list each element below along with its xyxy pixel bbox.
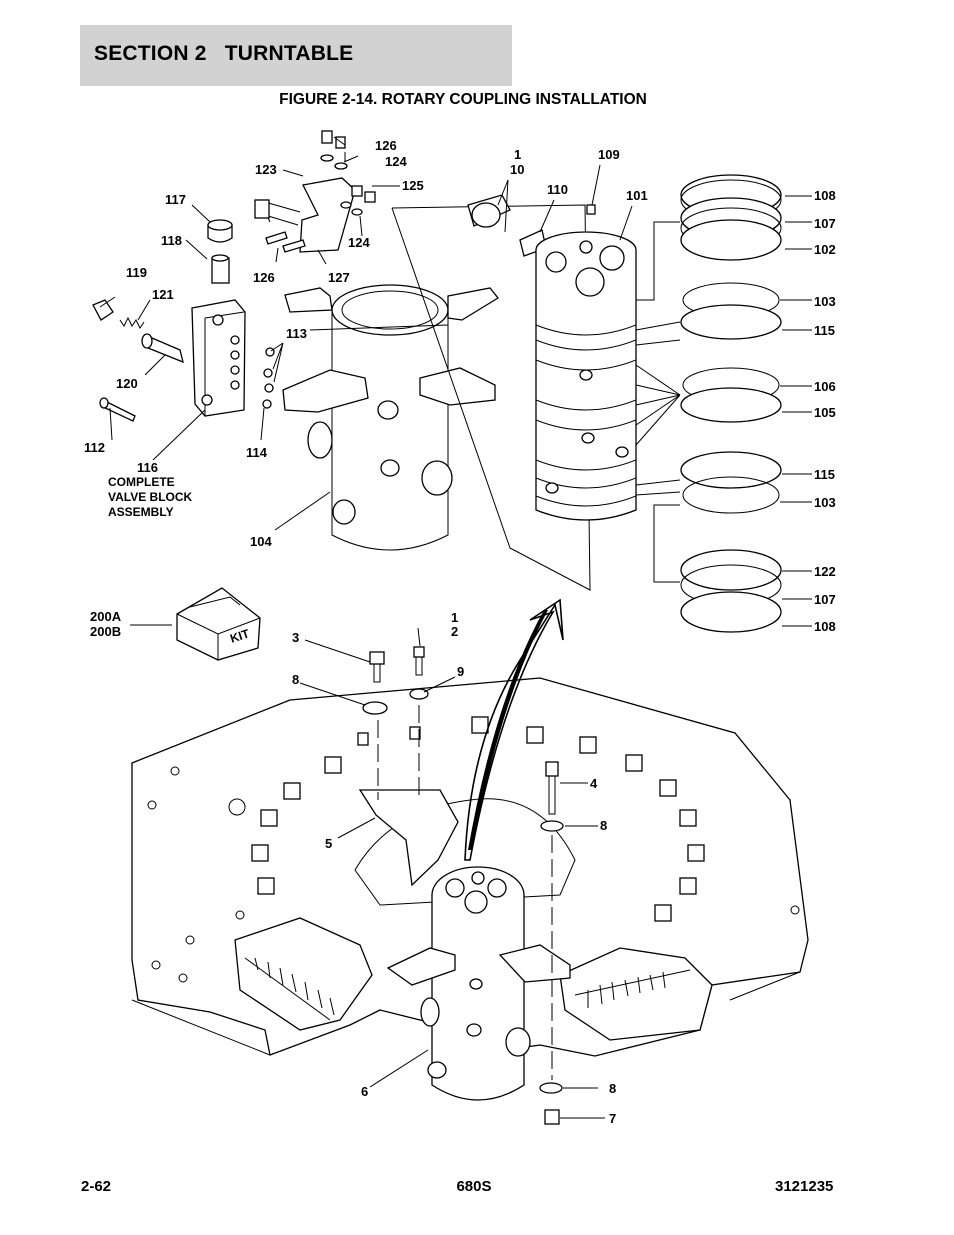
callout-200a: 200A — [90, 609, 122, 624]
callout-6: 6 — [361, 1084, 368, 1099]
callout-101: 101 — [626, 188, 648, 203]
callout-123: 123 — [255, 162, 277, 177]
callout-8a: 8 — [292, 672, 299, 687]
callout-127: 127 — [328, 270, 350, 285]
callout-107a: 107 — [814, 216, 836, 231]
callout-109: 109 — [598, 147, 620, 162]
callout-4: 4 — [590, 776, 598, 791]
callout-104: 104 — [250, 534, 272, 549]
callout-124a: 124 — [385, 154, 407, 169]
callout-8c: 8 — [609, 1081, 616, 1096]
callout-2: 2 — [451, 624, 458, 639]
valve-block-group — [92, 130, 400, 461]
callout-115a: 115 — [814, 323, 835, 338]
callout-1b: 1 — [451, 610, 458, 625]
section-header-bar: SECTION 2 TURNTABLE — [80, 25, 512, 86]
table-bolts — [251, 716, 705, 922]
kit-box-group — [130, 587, 261, 661]
callout-120: 120 — [116, 376, 138, 391]
callout-8b: 8 — [600, 818, 607, 833]
callout-113: 113 — [286, 326, 307, 341]
callout-121: 121 — [152, 287, 174, 302]
callout-labels: 126 124 123 125 124 126 127 117 118 119 … — [84, 138, 836, 1126]
callout-5: 5 — [325, 836, 332, 851]
callout-108a: 108 — [814, 188, 836, 203]
callout-124b: 124 — [348, 235, 370, 250]
callout-119: 119 — [126, 265, 147, 280]
callout-105: 105 — [814, 405, 836, 420]
spool-group — [467, 164, 637, 521]
model-name: 680S — [456, 1178, 492, 1195]
callout-116-desc-2: VALVE BLOCK — [108, 490, 193, 504]
callout-10: 10 — [510, 162, 524, 177]
figure-title-container: FIGURE 2-14. ROTARY COUPLING INSTALLATIO… — [0, 91, 954, 109]
page-number: 2-62 — [81, 1178, 112, 1195]
callout-115b: 115 — [814, 467, 835, 482]
callout-107b: 107 — [814, 592, 836, 607]
callout-122: 122 — [814, 564, 836, 579]
figure-title: FIGURE 2-14. ROTARY COUPLING INSTALLATIO… — [279, 91, 647, 108]
callout-106: 106 — [814, 379, 836, 394]
callout-116: 116 — [137, 460, 158, 475]
callout-116-desc-1: COMPLETE — [108, 475, 175, 489]
document-number: 3121235 — [775, 1178, 834, 1195]
coupling-housing-group — [274, 204, 591, 591]
seal-rings-group — [635, 174, 812, 633]
callout-7: 7 — [609, 1111, 616, 1126]
callout-118: 118 — [161, 233, 182, 248]
callout-1a: 1 — [514, 147, 521, 162]
callout-126b: 126 — [253, 270, 275, 285]
callout-102: 102 — [814, 242, 836, 257]
turntable-group — [131, 598, 809, 1125]
callout-103b: 103 — [814, 495, 836, 510]
callout-9: 9 — [457, 664, 464, 679]
callout-116-desc-3: ASSEMBLY — [108, 505, 174, 519]
callout-108b: 108 — [814, 619, 836, 634]
footer-model-container: 680S — [0, 1178, 954, 1195]
callout-117: 117 — [165, 192, 186, 207]
kit-label: KIT — [228, 626, 251, 645]
callout-103a: 103 — [814, 294, 836, 309]
callout-3: 3 — [292, 630, 299, 645]
callout-126a: 126 — [375, 138, 397, 153]
callout-125: 125 — [402, 178, 424, 193]
callout-200b: 200B — [90, 624, 121, 639]
section-title: SECTION 2 TURNTABLE — [94, 42, 354, 65]
callout-114: 114 — [246, 445, 268, 460]
callout-110: 110 — [547, 182, 568, 197]
callout-112: 112 — [84, 440, 105, 455]
